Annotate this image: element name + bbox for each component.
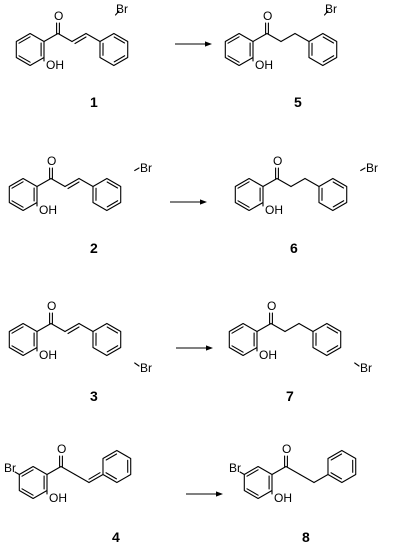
arrow-1 — [174, 40, 213, 48]
carbonyl-oxygen-label: O — [273, 154, 282, 168]
hydroxyl-label: OH — [274, 491, 292, 505]
carbonyl-oxygen-label: O — [47, 299, 56, 313]
bromo-label: Br — [4, 461, 16, 475]
hydroxyl-label: OH — [39, 348, 57, 362]
arrow-2 — [169, 198, 208, 206]
bromo-label: Br — [229, 461, 241, 475]
compound-6: O OH Br — [234, 154, 378, 217]
compound-4: O OH Br — [4, 442, 139, 505]
compound-5: O OH Br — [224, 2, 345, 72]
bromo-label: Br — [366, 161, 378, 175]
compound-7: O OH Br — [228, 299, 372, 375]
carbonyl-oxygen-label: O — [54, 9, 63, 23]
arrow-3 — [175, 344, 214, 352]
compound-number: 6 — [290, 240, 298, 256]
compound-number: 7 — [286, 388, 294, 404]
compound-number: 3 — [90, 388, 98, 404]
bromo-label: Br — [140, 361, 152, 375]
hydroxyl-label: OH — [39, 203, 57, 217]
compound-8: O OH Br — [229, 442, 364, 505]
arrow-4 — [185, 490, 224, 498]
hydroxyl-label: OH — [255, 58, 273, 72]
compound-number: 1 — [90, 94, 98, 110]
compound-1: O OH Br — [15, 2, 136, 72]
carbonyl-oxygen-label: O — [263, 9, 272, 23]
bromo-label: Br — [140, 161, 152, 175]
compound-number: 8 — [302, 529, 310, 545]
compound-2: O OH Br — [8, 154, 152, 217]
carbonyl-oxygen-label: O — [267, 299, 276, 313]
carbonyl-oxygen-label: O — [57, 442, 66, 456]
hydroxyl-label: OH — [46, 58, 64, 72]
compound-number: 2 — [90, 240, 98, 256]
hydroxyl-label: OH — [259, 348, 277, 362]
bromo-label: Br — [360, 361, 372, 375]
compound-3: O OH Br — [8, 299, 152, 375]
bromo-label: Br — [116, 2, 128, 16]
carbonyl-oxygen-label: O — [47, 154, 56, 168]
hydroxyl-label: OH — [265, 203, 283, 217]
compound-number: 4 — [112, 529, 120, 545]
compound-number: 5 — [294, 94, 302, 110]
hydroxyl-label: OH — [49, 491, 67, 505]
carbonyl-oxygen-label: O — [282, 442, 291, 456]
bromo-label: Br — [325, 2, 337, 16]
